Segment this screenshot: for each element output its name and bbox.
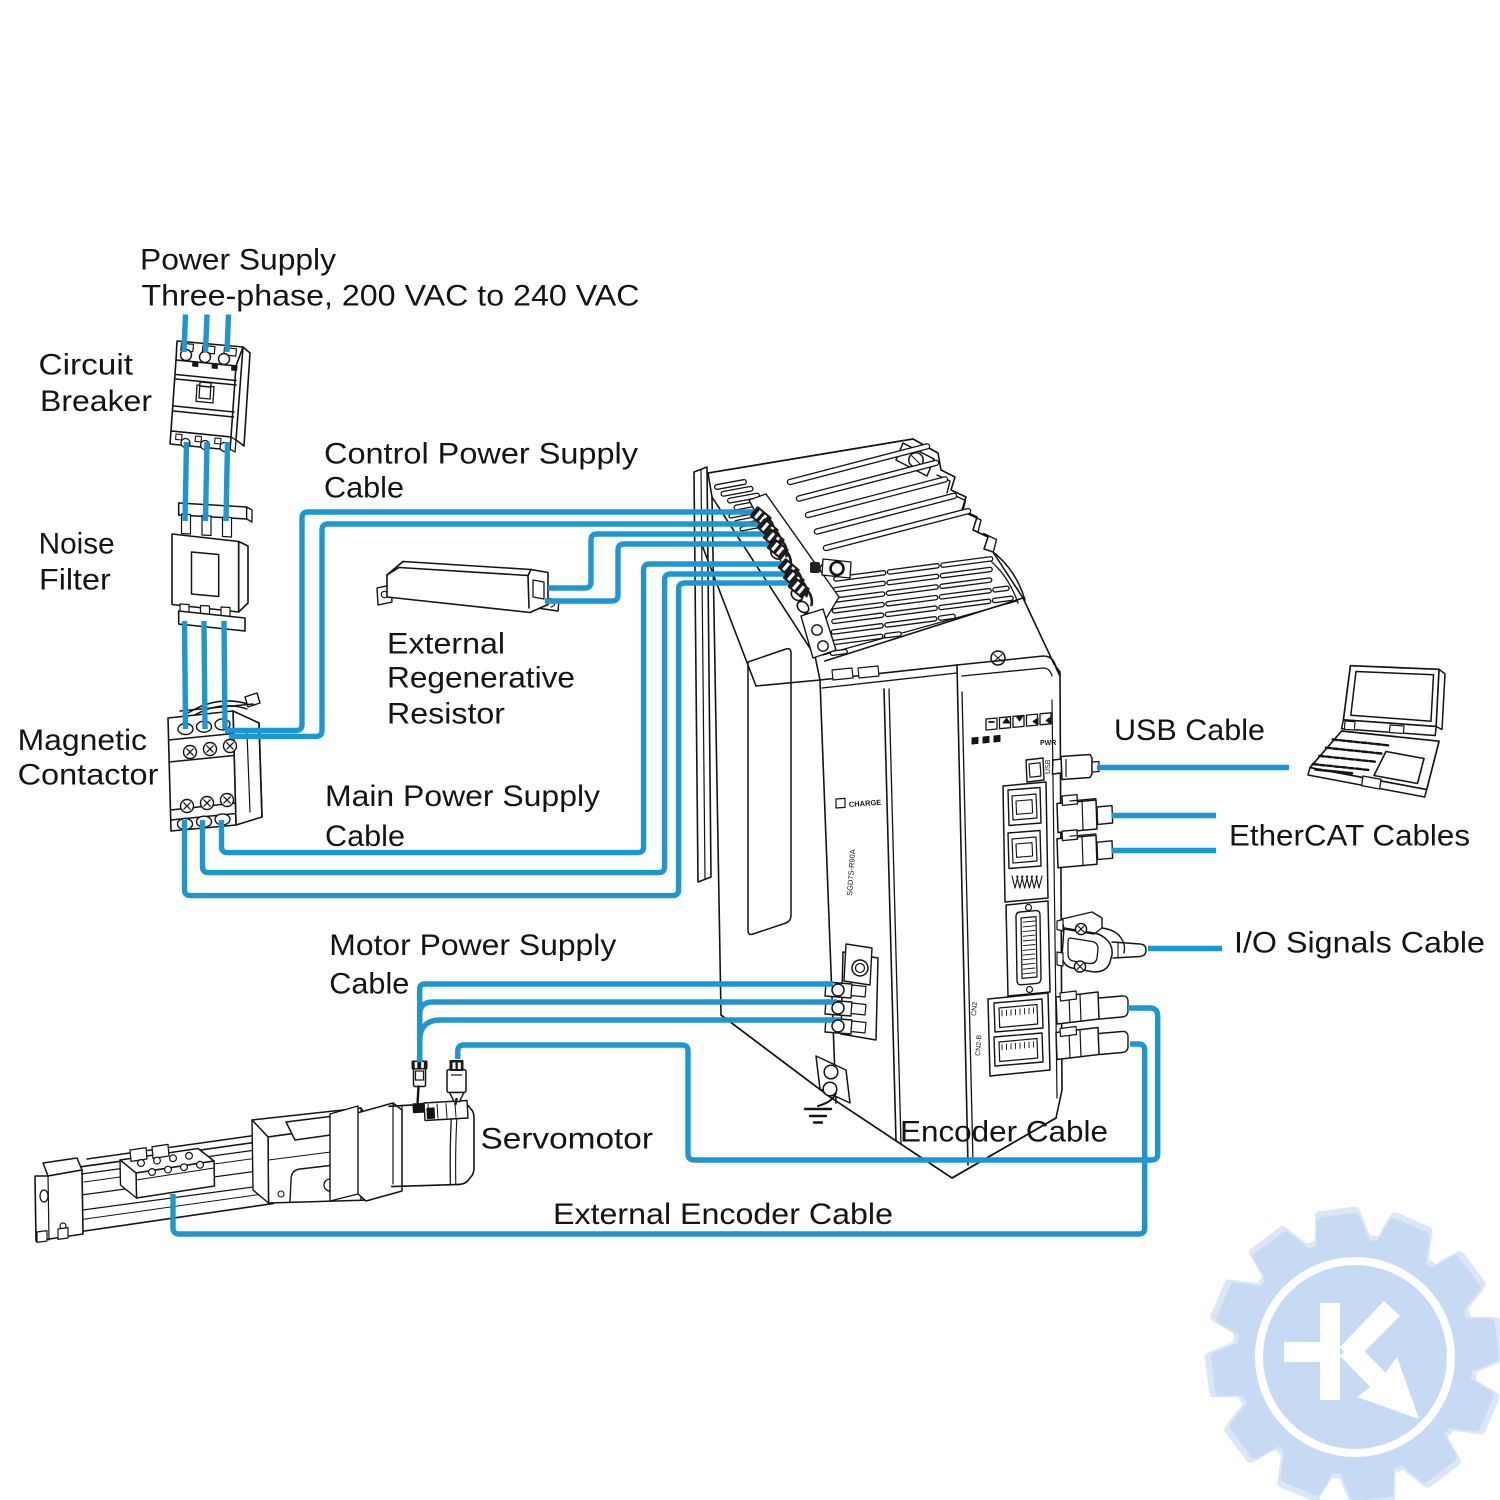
svg-text:Three-phase, 200 VAC to 240 VA: Three-phase, 200 VAC to 240 VAC [142,280,640,313]
svg-text:CN2: CN2 [971,1002,979,1017]
svg-text:I/O Signals Cable: I/O Signals Cable [1234,927,1485,960]
svg-text:Breaker: Breaker [40,385,152,418]
svg-text:Encoder Cable: Encoder Cable [900,1116,1108,1149]
svg-text:Magnetic: Magnetic [18,724,147,757]
svg-text:Cable: Cable [325,820,405,853]
svg-text:Regenerative: Regenerative [387,661,575,694]
svg-text:Main Power Supply: Main Power Supply [325,780,600,813]
svg-text:SGD7S-R90A: SGD7S-R90A [845,849,857,896]
svg-text:Contactor: Contactor [18,759,159,792]
svg-text:Filter: Filter [39,564,111,597]
svg-text:USB: USB [1045,759,1052,774]
svg-text:EtherCAT Cables: EtherCAT Cables [1229,820,1470,853]
svg-text:PWR: PWR [1040,740,1056,747]
svg-text:Control Power Supply: Control Power Supply [324,438,638,471]
svg-text:Noise: Noise [39,528,115,561]
svg-text:Circuit: Circuit [39,349,134,382]
svg-text:CN2-B: CN2-B [975,1034,983,1056]
svg-text:External Encoder Cable: External Encoder Cable [553,1198,893,1231]
svg-text:Power Supply: Power Supply [140,244,336,277]
svg-text:Motor Power Supply: Motor Power Supply [329,929,616,962]
svg-text:USB Cable: USB Cable [1114,714,1265,747]
svg-text:Cable: Cable [324,472,404,505]
svg-text:Cable: Cable [329,968,409,1001]
svg-text:Resistor: Resistor [387,698,505,731]
svg-text:External: External [387,628,505,661]
svg-text:Servomotor: Servomotor [481,1123,654,1156]
svg-text:CHARGE: CHARGE [849,798,882,809]
